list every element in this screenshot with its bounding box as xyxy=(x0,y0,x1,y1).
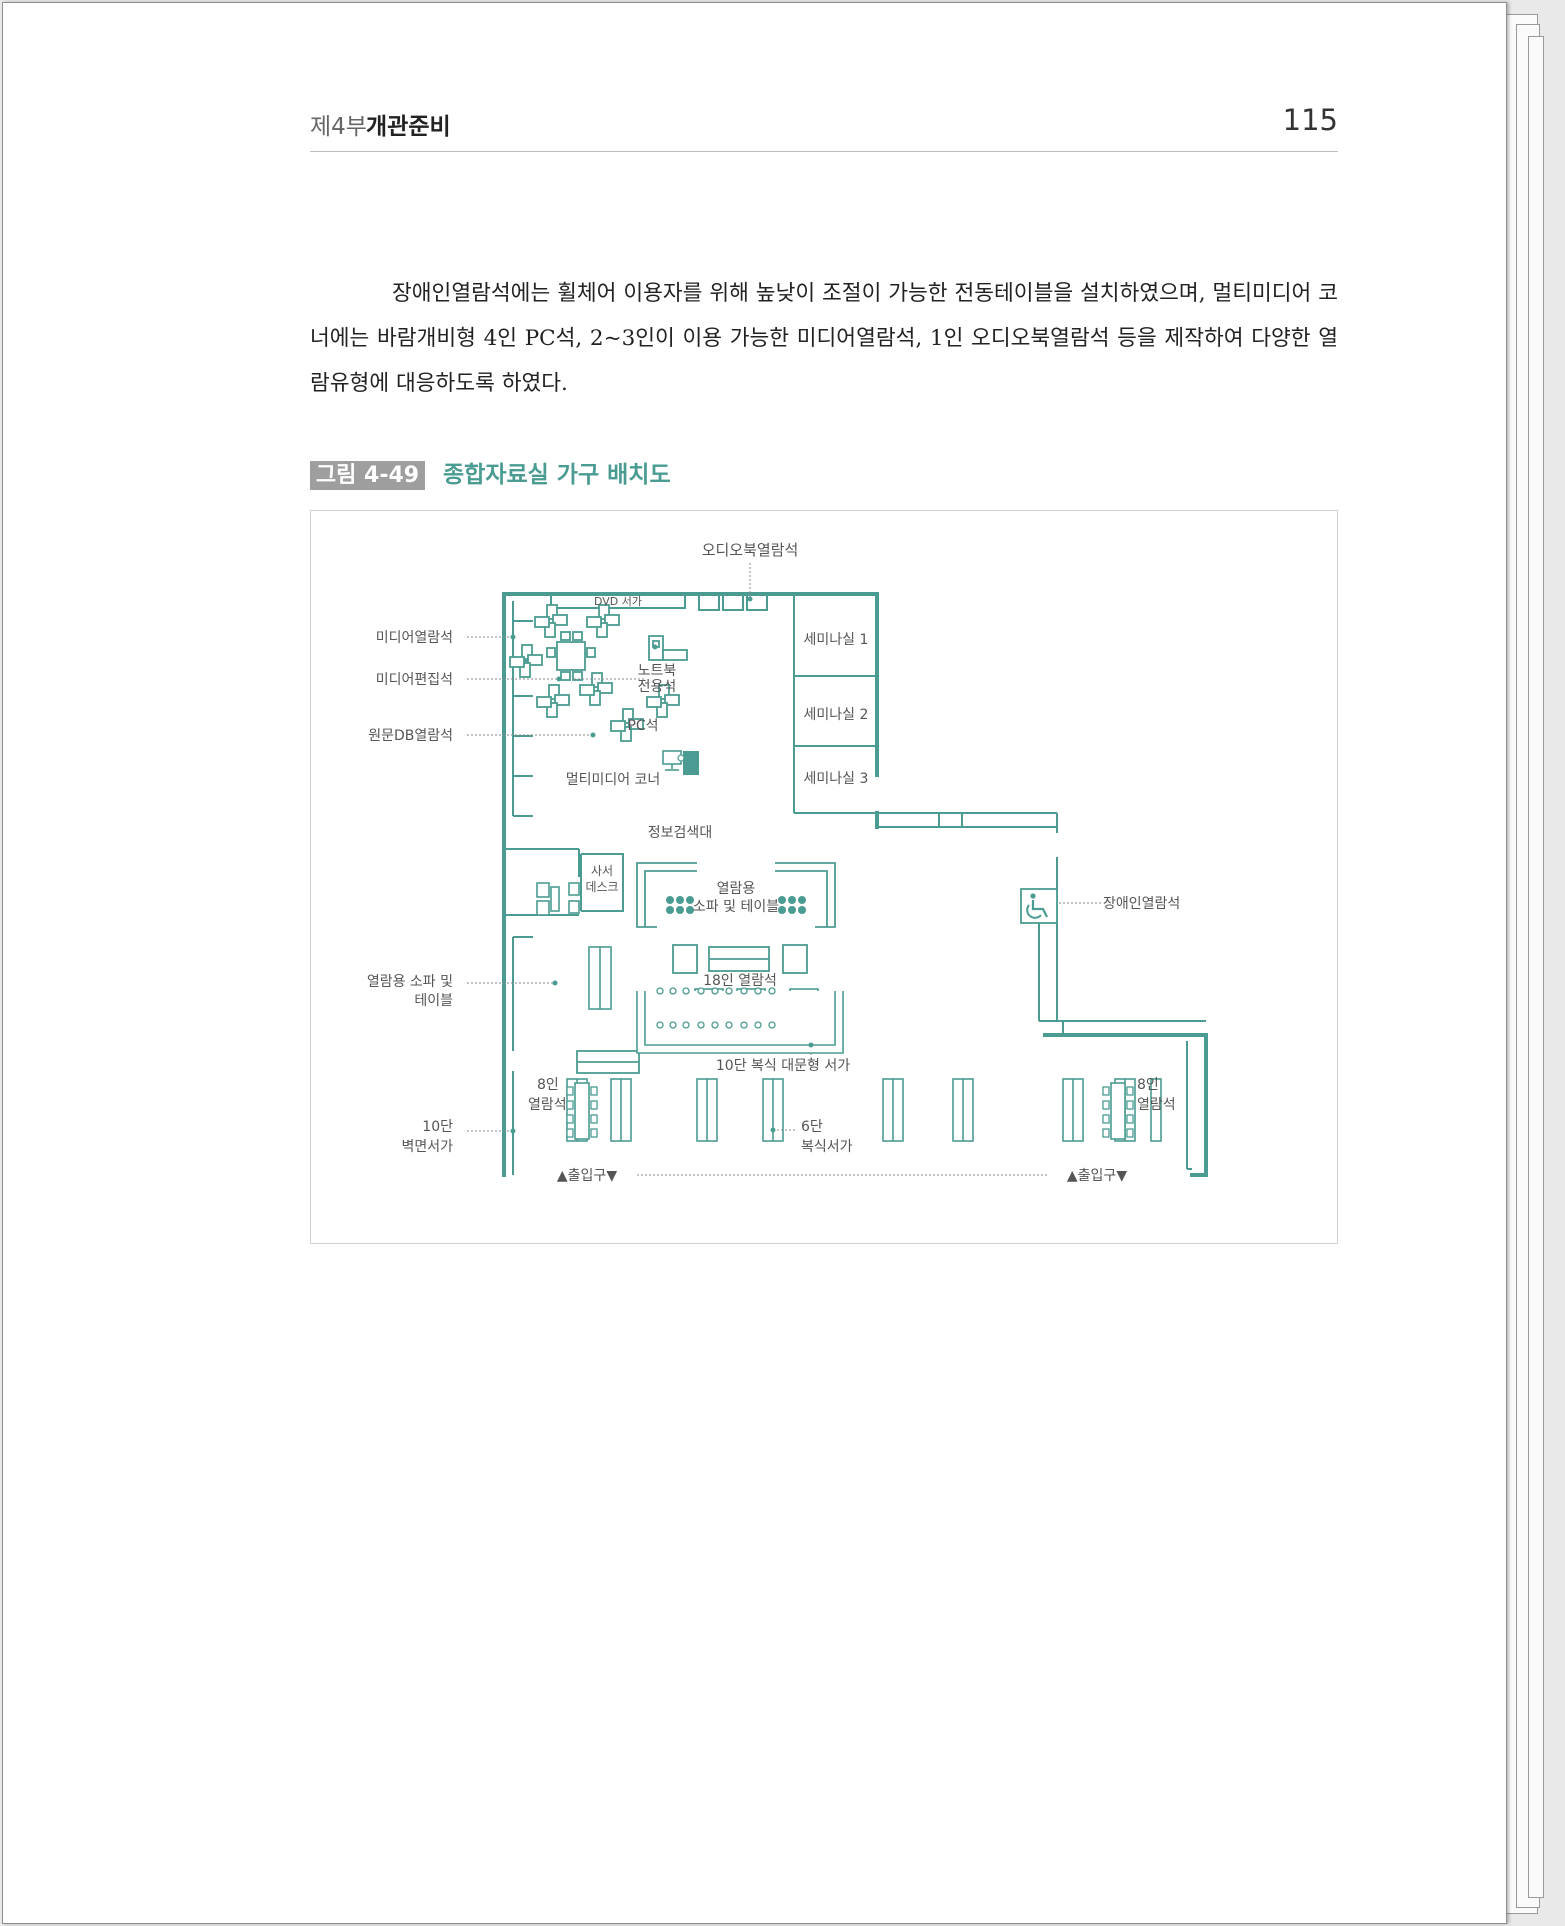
label-disabled-seats: 장애인열람석 xyxy=(1103,896,1180,912)
label-media-reading: 미디어열람석 xyxy=(376,630,453,646)
pc-pinwheel xyxy=(610,708,644,742)
floor-plan-labels: 오디오북열람석 DVD 서가 세미나실 1 세미나실 2 세미나실 3 미디어열… xyxy=(367,541,1180,1184)
leader-lines xyxy=(467,563,1101,1176)
figure-title: 종합자료실 가구 배치도 xyxy=(443,462,671,488)
label-audiobook: 오디오북열람석 xyxy=(702,541,799,559)
label-seat8-right-2: 열람석 xyxy=(1137,1097,1176,1113)
floor-plan-diagram: 오디오북열람석 DVD 서가 세미나실 1 세미나실 2 세미나실 3 미디어열… xyxy=(367,541,1208,1184)
pc-pinwheel xyxy=(579,672,613,706)
page-stack-edge xyxy=(1528,36,1544,1898)
label-shelf6-2: 복식서가 xyxy=(801,1139,853,1155)
label-pc-seats: PC석 xyxy=(627,718,658,734)
label-seminar-1: 세미나실 1 xyxy=(804,632,869,648)
label-entrance-right: ▲출입구▼ xyxy=(1067,1168,1127,1184)
label-wall10-2: 벽면서가 xyxy=(401,1139,453,1155)
label-seat18: 18인 열람석 xyxy=(703,973,777,989)
pc-pinwheel xyxy=(586,604,620,638)
pc-pinwheel xyxy=(509,644,543,678)
label-laptop-1: 노트북 xyxy=(638,663,677,679)
label-seat8-left-1: 8인 xyxy=(537,1077,559,1093)
label-laptop-2: 전용석 xyxy=(638,679,677,695)
label-lounge-1: 열람용 xyxy=(717,881,756,897)
wheelchair-icon xyxy=(1020,888,1058,924)
label-sofa-left-1: 열람용 소파 및 xyxy=(367,974,453,990)
label-shelf6-1: 6단 xyxy=(801,1119,823,1135)
pc-pinwheel xyxy=(646,684,680,718)
floor-plan-figure: 오디오북열람석 DVD 서가 세미나실 1 세미나실 2 세미나실 3 미디어열… xyxy=(310,510,1338,1244)
pc-pinwheel xyxy=(536,684,570,718)
label-librarian-1: 사서 xyxy=(591,864,613,878)
leader-dots xyxy=(510,596,814,1134)
seat18-chairs xyxy=(656,987,776,1029)
figure-number: 그림 4-49 xyxy=(310,461,425,490)
chapter-title: 개관준비 xyxy=(366,114,451,140)
label-original-db: 원문DB열람석 xyxy=(368,728,453,744)
page-number: 115 xyxy=(1282,103,1338,137)
pc-pinwheel xyxy=(534,604,568,638)
pc-pinwheels xyxy=(509,604,688,742)
lounge-stools xyxy=(666,896,806,914)
seat8-chairs xyxy=(566,1086,1134,1138)
book-page: 제4부 개관준비 115 장애인열람석에는 휠체어 이용자를 위해 높낮이 조절… xyxy=(2,2,1507,1924)
label-seat8-left-2: 열람석 xyxy=(528,1097,567,1113)
label-seminar-2: 세미나실 2 xyxy=(804,707,869,723)
running-header: 제4부 개관준비 115 xyxy=(310,103,1338,152)
label-lounge-2: 소파 및 테이블 xyxy=(693,899,779,915)
label-shelf10-double: 10단 복식 대문형 서가 xyxy=(716,1058,850,1074)
shelving-rows xyxy=(566,1078,1162,1142)
left-sofa-table xyxy=(536,882,612,1010)
label-seat8-right-1: 8인 xyxy=(1137,1077,1159,1093)
part-label: 제4부 xyxy=(310,114,367,140)
label-wall10-1: 10단 xyxy=(422,1119,453,1135)
label-info-search: 정보검색대 xyxy=(648,825,712,841)
label-seminar-3: 세미나실 3 xyxy=(804,771,869,787)
label-sofa-left-2: 테이블 xyxy=(414,993,453,1009)
label-entrance-left: ▲출입구▼ xyxy=(557,1168,617,1184)
outer-walls xyxy=(502,592,1208,1177)
lounge-seating xyxy=(576,862,836,1074)
label-multimedia-corner: 멀티미디어 코너 xyxy=(566,772,661,788)
body-paragraph: 장애인열람석에는 휠체어 이용자를 위해 높낮이 조절이 가능한 전동테이블을 … xyxy=(310,281,1338,396)
computer-icon xyxy=(662,750,699,775)
label-dvd-shelf: DVD 서가 xyxy=(594,595,642,608)
label-librarian-2: 데스크 xyxy=(585,880,618,894)
label-media-editing: 미디어편집석 xyxy=(376,672,453,688)
